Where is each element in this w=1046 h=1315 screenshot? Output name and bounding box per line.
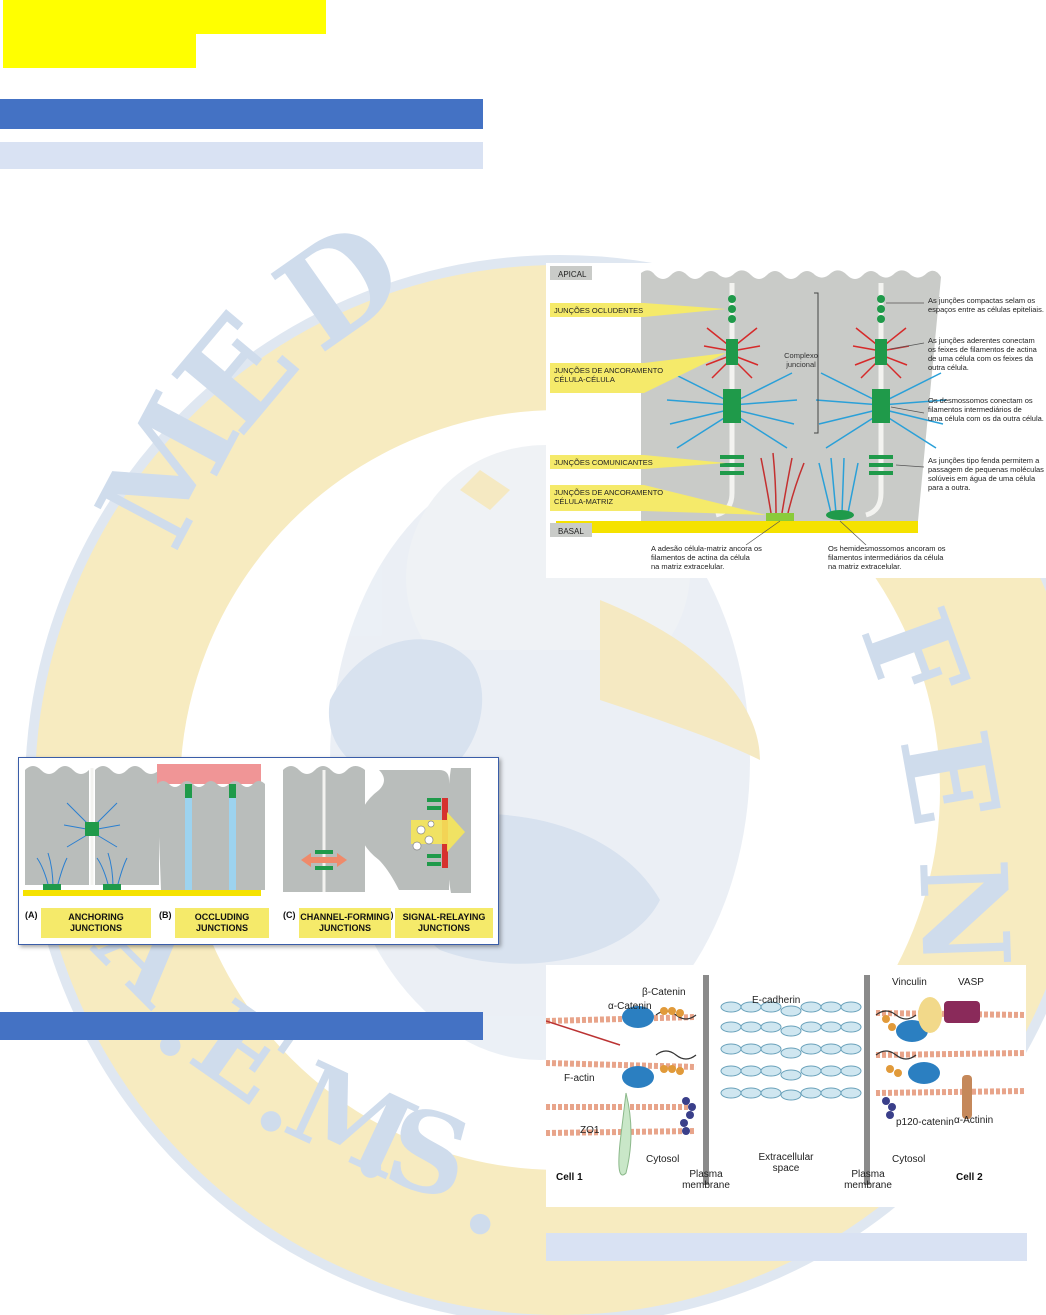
panel-signal-relaying: [359, 768, 471, 893]
adherens-diagram: β-Catenin α-Catenin E-cadherin Vinculin …: [546, 975, 1026, 1191]
subheading-bar: [0, 142, 483, 169]
f2-a-letter-label: (A): [25, 910, 38, 920]
panel-channel-forming: [283, 766, 365, 892]
f1-l2-label: JUNÇÕES COMUNICANTES: [554, 458, 653, 467]
f3-cyto-r-label: Cytosol: [892, 1154, 925, 1165]
f3-alpha-label: α-Catenin: [608, 1001, 652, 1012]
f3-vasp-label: VASP: [958, 977, 984, 988]
figure-epithelial-junctions: APICAL BASAL JUNÇÕES OCLUDENTES JUNÇÕES …: [546, 263, 1046, 578]
panel-occluding: [157, 764, 265, 896]
f3-cyto-l-label: Cytosol: [646, 1154, 679, 1165]
highlight-title-line2: [3, 34, 196, 68]
highlight-title-line1: [3, 0, 326, 34]
panel-anchoring: [23, 766, 159, 896]
f1-apical-label: APICAL: [558, 270, 587, 279]
f3-zo1-label: ZO1: [580, 1125, 600, 1136]
f3-p120-label: p120-catenin: [896, 1117, 954, 1128]
f3-ecad-label: E-cadherin: [752, 995, 800, 1006]
f3-cell2-label: Cell 2: [956, 1172, 983, 1183]
caption-bar: [546, 1233, 1027, 1261]
f3-beta-label: β-Catenin: [642, 987, 686, 998]
f2-b-letter-label: (B): [159, 910, 172, 920]
junctions-diagram: APICAL BASAL JUNÇÕES OCLUDENTES JUNÇÕES …: [550, 266, 1044, 571]
f1-l0-label: JUNÇÕES OCLUDENTES: [554, 306, 643, 315]
figure-adherens-molecular: β-Catenin α-Catenin E-cadherin Vinculin …: [546, 965, 1026, 1207]
f3-actinin-label: α-Actinin: [954, 1115, 993, 1126]
wm-r2-label: N: [891, 856, 1036, 971]
section-heading-bar: [0, 99, 483, 129]
f3-vinc-label: Vinculin: [892, 977, 927, 988]
f3-cell1-label: Cell 1: [556, 1172, 583, 1183]
f2-c-letter-label: (C): [283, 910, 296, 920]
f1-basal-label: BASAL: [558, 527, 584, 536]
section-heading-bar-2: [0, 1012, 483, 1040]
f3-factin-label: F-actin: [564, 1073, 595, 1084]
